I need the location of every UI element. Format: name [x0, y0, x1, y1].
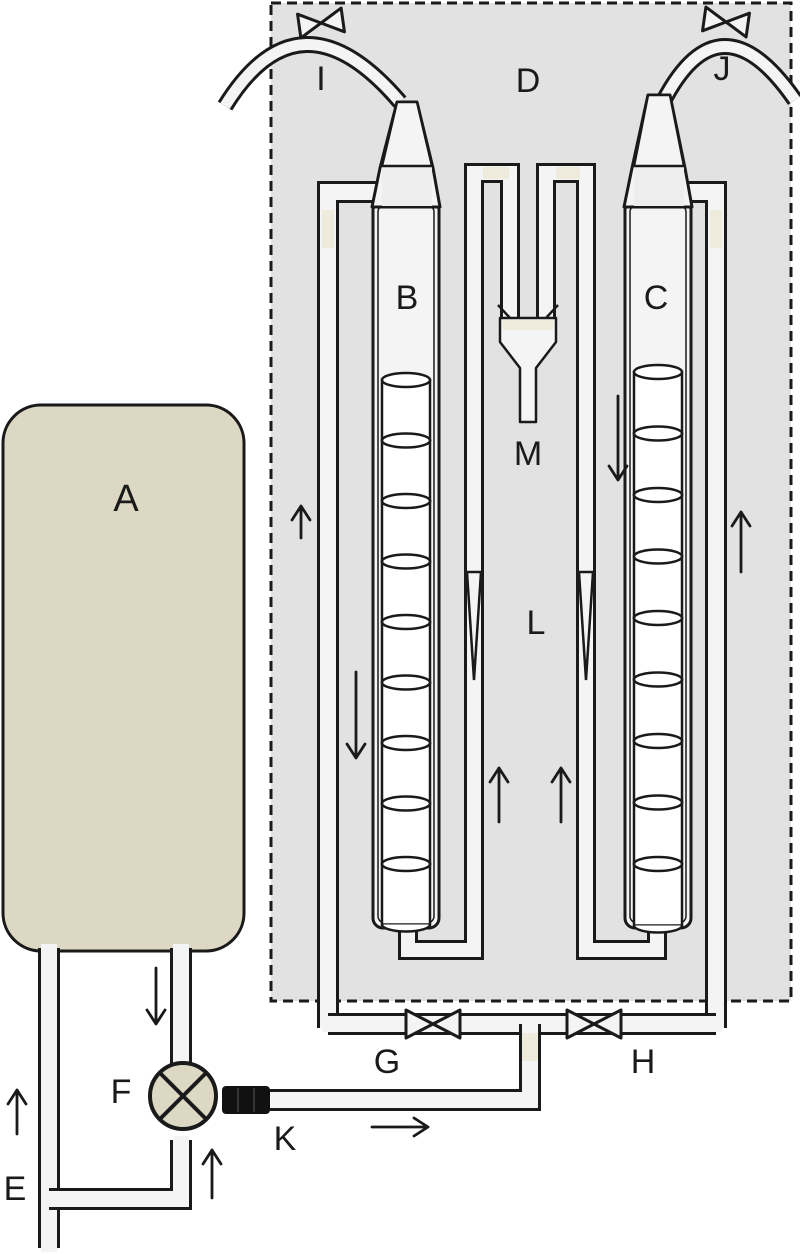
- enclosure-d: [269, 1, 793, 1003]
- sample-segment-rim: [380, 371, 432, 389]
- sample-segment: [380, 378, 432, 442]
- tube-tint: [322, 210, 334, 248]
- label-j: J: [714, 50, 731, 88]
- sample-segment: [380, 681, 432, 745]
- sample-segment: [380, 560, 432, 624]
- sample-segment-rim: [380, 613, 432, 631]
- column-b-cap-collar: [382, 166, 432, 206]
- sample-segment-rim: [632, 794, 684, 811]
- sample-segment: [632, 493, 684, 558]
- arrow-right-icon: [370, 1116, 430, 1138]
- valve-i: [296, 6, 346, 40]
- label-c: C: [644, 279, 669, 317]
- label-k: K: [274, 1120, 297, 1158]
- label-g: G: [374, 1043, 400, 1081]
- sample-stack-b: [380, 371, 432, 933]
- sample-segment: [632, 678, 684, 743]
- tube-tint: [483, 167, 509, 179]
- inner-u-tube-right-inner: [539, 166, 664, 957]
- sample-segment-rim: [632, 732, 684, 750]
- column-c-cap-collar: [634, 166, 684, 206]
- sample-segment-rim: [632, 855, 684, 873]
- sample-segment-rim: [632, 548, 684, 565]
- tube-tint: [556, 167, 580, 179]
- label-i: I: [316, 60, 325, 98]
- arrow-down-icon: [345, 670, 367, 760]
- sample-segment-base: [380, 924, 432, 933]
- sample-segment: [380, 802, 432, 866]
- valve-h: [565, 1008, 623, 1040]
- reservoir-a: [1, 403, 246, 953]
- sample-segment-rim: [632, 363, 684, 381]
- sample-segment-rim: [632, 425, 684, 442]
- coupling-k: [222, 1086, 270, 1114]
- sample-segment: [632, 555, 684, 620]
- sample-segment: [380, 620, 432, 684]
- funnel-stem-left: [497, 304, 511, 319]
- tube-tint: [710, 210, 722, 248]
- sample-segment-rim: [380, 432, 432, 449]
- sample-segment-rim: [380, 553, 432, 570]
- sample-segment-rim: [380, 492, 432, 510]
- label-d: D: [516, 62, 541, 100]
- column-c-cap-top: [632, 93, 686, 168]
- sample-segment-rim: [380, 855, 432, 873]
- arrow-up-icon: [488, 766, 510, 824]
- label-m: M: [514, 435, 542, 473]
- sample-segment-rim: [632, 486, 684, 504]
- sample-segment: [380, 862, 432, 926]
- sample-segment-rim: [380, 674, 432, 691]
- outlet-hose-j-inner: [658, 41, 800, 105]
- feed-tube-tint: [522, 1033, 538, 1061]
- sample-segment: [632, 739, 684, 804]
- sample-segment: [632, 432, 684, 497]
- funnel-stem-right: [545, 304, 559, 319]
- label-l: L: [527, 604, 546, 642]
- check-valve-left: [465, 570, 483, 681]
- label-f: F: [111, 1073, 132, 1111]
- sample-segment: [632, 616, 684, 681]
- sample-segment-rim: [632, 671, 684, 688]
- column-b-cap-top: [380, 100, 434, 168]
- arrow-up-icon: [290, 504, 312, 540]
- return-tube-left-inner: [320, 184, 382, 1028]
- label-a: A: [113, 478, 139, 520]
- sample-stack-c: [632, 363, 684, 934]
- return-inlet-e: [49, 1140, 192, 1210]
- sample-segment: [632, 862, 684, 927]
- label-e: E: [4, 1170, 27, 1208]
- outlet-hose-i-inner: [220, 39, 405, 109]
- arrow-up-icon: [201, 1148, 223, 1200]
- sample-segment: [380, 439, 432, 503]
- sample-segment: [632, 370, 684, 435]
- sample-segment-rim: [632, 609, 684, 627]
- sample-segment: [380, 499, 432, 563]
- check-valve-right: [577, 570, 595, 681]
- return-inlet-e-inner: [45, 1136, 189, 1207]
- funnel-m: [498, 316, 558, 424]
- arrow-up-icon: [6, 1088, 28, 1136]
- arrow-up-icon: [730, 510, 752, 574]
- pump-f-cross-2: [158, 1071, 208, 1121]
- sample-segment-base: [632, 925, 684, 934]
- sample-segment: [632, 801, 684, 866]
- flow-arrows: [6, 394, 752, 1200]
- inner-u-tube-left-inner: [401, 166, 517, 957]
- arrow-down-icon: [145, 966, 167, 1026]
- arrow-up-icon: [550, 766, 572, 824]
- valve-g: [404, 1008, 462, 1040]
- label-h: H: [631, 1043, 656, 1081]
- sample-segment: [380, 741, 432, 805]
- arrow-down-icon: [607, 394, 629, 482]
- label-b: B: [396, 279, 419, 317]
- valve-j: [701, 5, 751, 39]
- return-tube-right-inner: [682, 184, 724, 1028]
- sample-segment-rim: [380, 734, 432, 752]
- sample-segment-rim: [380, 795, 432, 812]
- funnel-m-tint: [503, 320, 553, 330]
